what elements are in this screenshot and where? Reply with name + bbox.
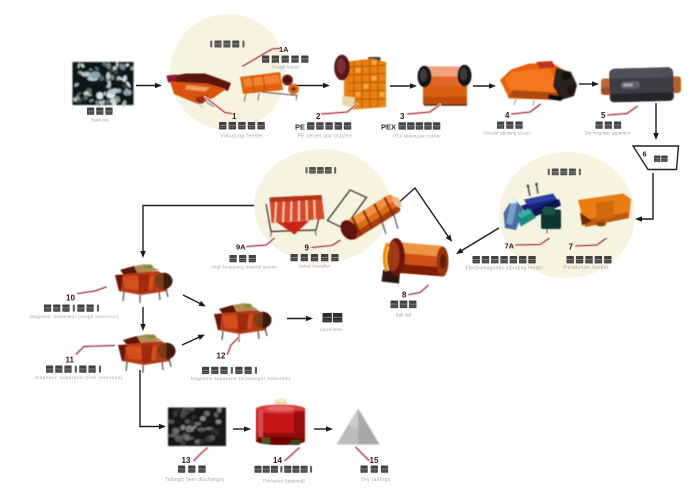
svg-text:1: 1: [232, 112, 237, 121]
svg-text:Vibrating feeder: Vibrating feeder: [220, 134, 263, 140]
svg-text:Thickener (optional): Thickener (optional): [262, 479, 305, 485]
svg-text:6: 6: [643, 150, 647, 159]
svg-text:4: 4: [505, 111, 510, 120]
svg-text:Raw ore: Raw ore: [91, 118, 109, 124]
svg-text:Magnetic separator (rough sele: Magnetic separator (rough selection): [30, 314, 119, 320]
svg-text:Tailings (wet discharge): Tailings (wet discharge): [165, 477, 224, 483]
svg-text:2: 2: [316, 112, 321, 121]
svg-text:10: 10: [66, 294, 75, 303]
svg-text:9A: 9A: [236, 243, 246, 252]
svg-text:PE series jaw crusher: PE series jaw crusher: [298, 134, 353, 140]
svg-text:Trough feeder: Trough feeder: [271, 65, 300, 70]
svg-text:High frequency mineral screen: High frequency mineral screen: [212, 265, 277, 271]
svg-text:Dry tailings: Dry tailings: [361, 477, 391, 483]
svg-text:PE: PE: [295, 123, 305, 132]
svg-text:15: 15: [370, 456, 379, 465]
svg-text:Magnetic separator (scavenger: Magnetic separator (scavenger selection): [191, 376, 291, 382]
svg-text:9: 9: [305, 244, 310, 253]
svg-text:3: 3: [400, 112, 405, 121]
svg-text:7A: 7A: [505, 242, 515, 251]
svg-text:concentrate: concentrate: [320, 327, 343, 332]
svg-text:8: 8: [402, 291, 407, 300]
svg-text:7: 7: [569, 243, 574, 252]
svg-text:Ball mill: Ball mill: [396, 313, 412, 318]
svg-text:Dry magnetic separator: Dry magnetic separator: [585, 131, 631, 136]
svg-text:5: 5: [601, 111, 606, 120]
svg-text:13: 13: [182, 456, 191, 465]
svg-text:Spiral classifier: Spiral classifier: [298, 264, 331, 270]
svg-text:Circular vibrating screen: Circular vibrating screen: [483, 131, 531, 136]
svg-text:PEX: PEX: [381, 123, 396, 132]
svg-text:14: 14: [273, 456, 282, 465]
svg-text:Pendulum feeder: Pendulum feeder: [564, 265, 610, 271]
svg-text:PEX series jaw crusher: PEX series jaw crusher: [393, 134, 441, 139]
svg-text:Electromagnetic vibrating feed: Electromagnetic vibrating feeder: [465, 266, 543, 272]
svg-text:11: 11: [66, 356, 75, 365]
svg-text:Magnetic separator (fine selec: Magnetic separator (fine selection): [35, 375, 123, 381]
svg-text:12: 12: [217, 352, 226, 361]
svg-text:1A: 1A: [279, 45, 289, 54]
